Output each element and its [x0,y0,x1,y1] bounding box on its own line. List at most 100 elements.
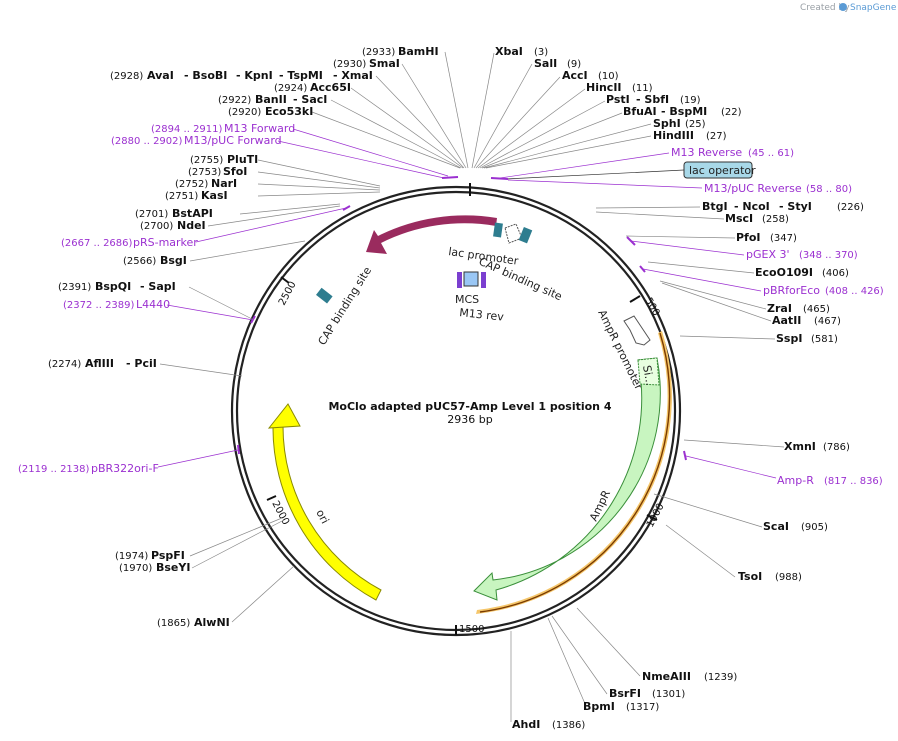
enzyme-smai-pos: (2930) [333,59,366,70]
enzyme-tsoi[interactable]: TsoI (988) [738,570,802,583]
enzyme-aatii[interactable]: AatII (467) [772,314,841,327]
enzyme-sali-pos: (9) [567,59,581,70]
enzyme-xbai[interactable]: XbaI (3) [495,45,548,58]
enzyme-xmni[interactable]: XmnI (786) [784,440,850,453]
enzyme-xmni-pos: (786) [823,442,850,453]
enzyme-eco0109i[interactable]: EcoO109I (406) [755,266,849,279]
primer-pbr322[interactable]: (2119 .. 2138) pBR322ori-F [18,462,159,475]
enzyme-bsgi[interactable]: (2566) BsgI [123,254,187,267]
lacza-feature[interactable] [366,215,497,254]
cap-site-left-box[interactable] [316,287,333,304]
enzyme-afliii-name: AflIII [85,357,114,370]
enzyme-bstapi-pos: (2701) [135,209,168,220]
enzyme-sspi[interactable]: SspI (581) [776,332,838,345]
enzyme-ndei[interactable]: (2700) NdeI [140,219,206,232]
enzyme-eco0109i-pos: (406) [822,268,849,279]
enzyme-bpmi[interactable]: BpmI (1317) [583,700,659,713]
signal-peptide-feature[interactable] [637,357,660,386]
lac-operator-callout[interactable]: lac operator [505,161,756,180]
primer-prs[interactable]: (2667 .. 2686) pRS-marker [61,236,198,249]
enzyme-nmeaiii[interactable]: NmeAIII (1239) [642,670,737,683]
enzyme-bsrfi[interactable]: BsrFI (1301) [609,687,685,700]
primer-pgex[interactable]: pGEX 3' (348 .. 370) [746,248,858,261]
enzyme-ahdi[interactable]: AhdI (1386) [512,718,585,731]
cap-site-top-box[interactable] [518,227,533,244]
mcs-marker-right [481,272,486,288]
ampr-feature[interactable] [473,357,661,601]
enzyme-labels: (2933) BamHI XbaI (3) (2930) SmaI SalI (… [48,45,864,731]
enzyme-tspmi-name: - TspMI [279,69,323,82]
enzyme-afliii-group[interactable]: (2274) AflIII - PciI [48,357,157,370]
enzyme-acci[interactable]: AccI (10) [562,69,619,82]
primer-mark-m13fwd [441,176,459,179]
enzyme-sphi-pos: (25) [685,119,706,130]
enzyme-sspi-name: SspI [776,332,802,345]
enzyme-eco53ki[interactable]: (2920) Eco53kI [228,105,313,118]
enzyme-acci-name: AccI [562,69,588,82]
enzyme-avai-group[interactable]: (2928) AvaI - BsoBI - KpnI - TspMI - Xma… [110,69,373,82]
enzyme-sfoi-pos: (2753) [188,167,221,178]
enzyme-kasi[interactable]: (2751) KasI [165,189,228,202]
primer-m13fwd[interactable]: (2894 .. 2911) M13 Forward [151,122,295,135]
enzyme-bsgi-pos: (2566) [123,256,156,267]
brand-name: SnapGene [850,3,897,13]
mcs-feature[interactable] [463,271,479,287]
primer-l4440[interactable]: (2372 .. 2389) L4440 [63,298,170,311]
primer-m13rev-name: M13 Reverse [671,146,742,159]
primer-m13pucfwd[interactable]: (2880 .. 2902) M13/pUC Forward [111,134,282,147]
lac-operator-label: lac operator [689,164,756,177]
enzyme-banii-name: BanII [255,93,287,106]
enzyme-scai[interactable]: ScaI (905) [763,520,828,533]
enzyme-eco53ki-pos: (2920) [228,107,261,118]
enzyme-hindiii-name: HindIII [653,129,694,142]
enzyme-xmni-name: XmnI [784,440,816,453]
enzyme-btgi-group[interactable]: BtgI - NcoI - StyI (226) [702,200,864,213]
primer-m13rev[interactable]: M13 Reverse (45 .. 61) [671,146,794,159]
ampr-promoter-feature[interactable] [623,315,651,346]
enzyme-zrai[interactable]: ZraI (465) [767,302,830,315]
enzyme-alwni-name: AlwNI [194,616,230,629]
enzyme-ncoi-name: - NcoI [734,200,770,213]
enzyme-sfoi[interactable]: (2753) SfoI [188,165,247,178]
enzyme-pspfi[interactable]: (1974) PspFI [115,549,185,562]
enzyme-nari[interactable]: (2752) NarI [175,177,237,190]
enzyme-sphi-name: SphI [653,117,681,130]
primer-pbr322-name: pBR322ori-F [91,462,159,475]
enzyme-banii-group[interactable]: (2922) BanII - SacI [218,93,327,106]
primer-m13pucrev[interactable]: M13/pUC Reverse (58 .. 80) [704,182,852,195]
tick-mark-2000 [266,495,277,501]
ori-arrowhead [267,403,301,429]
enzyme-smai[interactable]: (2930) SmaI [333,57,400,70]
enzyme-kasi-name: KasI [201,189,228,202]
enzyme-hindiii[interactable]: HindIII (27) [653,129,727,142]
enzyme-psti-group[interactable]: PstI - SbfI (19) [606,93,701,106]
snapgene-brand[interactable]: Created by SnapGene [800,3,897,13]
ori-body[interactable] [272,423,382,601]
enzyme-hincii[interactable]: HincII (11) [586,81,653,94]
lac-promoter-feature[interactable] [504,223,523,244]
enzyme-bstapi[interactable]: (2701) BstAPI [135,207,213,220]
tick-mark-500 [629,295,641,303]
primer-m13pucrev-pos: (58 .. 80) [806,184,852,195]
enzyme-sphi[interactable]: SphI (25) [653,117,706,130]
enzyme-bfuai-group[interactable]: BfuAI - BspMI (22) [623,105,742,118]
enzyme-pfoi[interactable]: PfoI (347) [736,231,797,244]
primer-m13fwd-pos: (2894 .. 2911) [151,124,223,135]
plasmid-title-block: MoClo adapted pUC57-Amp Level 1 position… [328,400,611,426]
enzyme-pluti[interactable]: (2755) PluTI [190,153,258,166]
primer-pbrfor[interactable]: pBRforEco (408 .. 426) [763,284,884,297]
enzyme-alwni[interactable]: (1865) AlwNI [157,616,230,629]
enzyme-acc65i-pos: (2924) [274,83,307,94]
enzyme-bamhi[interactable]: (2933) BamHI [362,45,439,58]
enzyme-eco0109i-name: EcoO109I [755,266,813,279]
enzyme-tsoi-pos: (988) [775,572,802,583]
enzyme-acc65i[interactable]: (2924) Acc65I [274,81,351,94]
primer-ampr[interactable]: Amp-R (817 .. 836) [777,474,883,487]
enzyme-bseyi[interactable]: (1970) BseYI [119,561,190,574]
enzyme-bspqi-group[interactable]: (2391) BspQI - SapI [58,280,176,293]
lac-operator-box[interactable] [493,222,503,238]
mcs-marker-left [457,272,462,288]
enzyme-sali[interactable]: SalI (9) [534,57,581,70]
enzyme-msci[interactable]: MscI (258) [725,212,789,225]
